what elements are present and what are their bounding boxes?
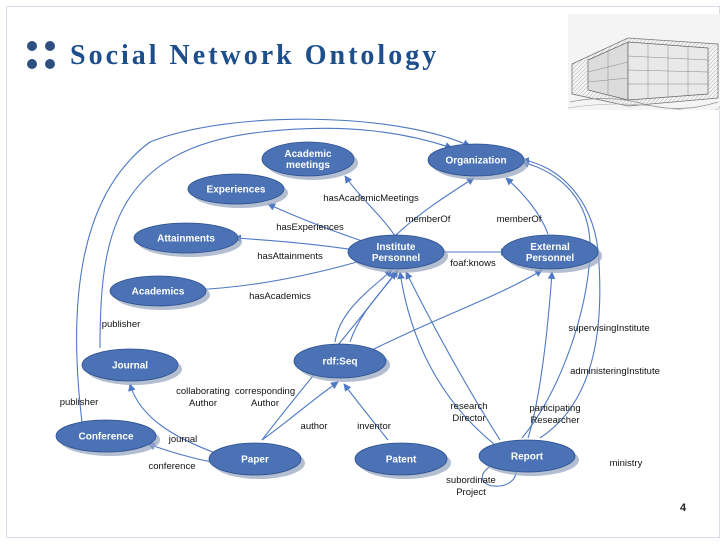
node-label: Conference <box>78 432 133 443</box>
edge-patent-rdfseq <box>343 383 389 441</box>
node-label: Personnel <box>526 253 575 264</box>
edge-label-has-academics: hasAcademics <box>249 291 311 302</box>
edge-rdfseq-institute-2 <box>349 269 399 343</box>
edge-label-corresponding-author: Author <box>251 398 279 409</box>
edge-label-foaf-knows: foaf:knows <box>450 258 496 269</box>
node-label: Patent <box>386 455 417 466</box>
node-label: rdf:Seq <box>323 357 358 368</box>
node-experiences: Experiences <box>187 173 288 208</box>
node-journal: Journal <box>81 348 182 385</box>
edge-paper-rdfseq <box>261 381 339 441</box>
node-conference: Conference <box>55 419 160 456</box>
edge-report-organization-2 <box>521 157 601 439</box>
edge-external-organization <box>505 177 549 235</box>
edge-label-inventor: inventor <box>357 421 391 432</box>
edge-report-external <box>527 271 556 439</box>
node-label: External <box>530 242 570 253</box>
edge-label-collaborating-author: collaborating <box>176 386 230 397</box>
edge-label-participating-researcher: Researcher <box>530 415 579 426</box>
bullet-dots-icon <box>27 41 61 71</box>
edge-institute-organization <box>394 177 475 237</box>
edge-label-subordinate-project: Project <box>456 487 486 498</box>
edge-paper-journal <box>128 383 219 455</box>
node-label: Experiences <box>207 185 266 196</box>
node-academics: Academics <box>109 275 210 310</box>
edge-label-publisher-journal: publisher <box>102 319 141 330</box>
edge-label-participating-researcher: participating <box>529 403 580 414</box>
edge-label-author: author <box>301 421 328 432</box>
edge-institute-academics <box>189 261 358 294</box>
edge-report-institute-2 <box>397 271 495 445</box>
node-label: meetings <box>286 160 330 171</box>
edge-label-journal: journal <box>168 434 198 445</box>
node-label: Academic <box>284 149 332 160</box>
edge-label-publisher-conference: publisher <box>60 397 99 408</box>
node-label: Personnel <box>372 253 421 264</box>
edge-label-research-director: research <box>451 401 488 412</box>
node-report: Report <box>478 439 579 476</box>
edge-label-member-of-2: memberOf <box>497 214 542 225</box>
node-label: Paper <box>241 455 269 466</box>
edge-paper-conference <box>147 442 213 463</box>
edge-label-subordinate-project: subordinate <box>446 475 496 486</box>
node-label: Report <box>511 452 544 463</box>
edge-label-research-director: Director <box>452 413 485 424</box>
edge-label-supervising-institute: supervisingInstitute <box>568 323 649 334</box>
edge-journal-organization <box>99 127 453 349</box>
diagram-edge-labels: hasAcademicMeetings memberOf memberOf hasEx… <box>60 193 660 498</box>
edge-label-conference: conference <box>148 461 195 472</box>
edge-label-member-of-1: memberOf <box>406 214 451 225</box>
edge-report-organization <box>521 160 591 439</box>
edge-conference-organization <box>76 118 471 423</box>
node-label: Institute <box>377 242 416 253</box>
edge-label-corresponding-author: corresponding <box>235 386 295 397</box>
slide-title: Social Network Ontology <box>70 40 440 71</box>
edge-report-institute <box>405 271 501 441</box>
slide-border <box>6 6 720 538</box>
node-organization: Organization <box>427 143 528 180</box>
node-label: Attainments <box>157 234 215 245</box>
node-attainments: Attainments <box>133 222 242 257</box>
page-number: 4 <box>680 502 687 514</box>
edge-label-has-academic-meetings: hasAcademicMeetings <box>323 193 419 204</box>
building-image <box>568 14 720 110</box>
edge-institute-experiences <box>267 203 366 243</box>
edge-label-collaborating-author: Author <box>189 398 217 409</box>
node-paper: Paper <box>208 442 305 479</box>
edge-rdfseq-institute-1 <box>334 269 393 343</box>
edge-label-has-attainments: hasAttainments <box>257 251 323 262</box>
node-rdf-seq: rdf:Seq <box>293 343 390 382</box>
node-label: Organization <box>445 156 506 167</box>
node-label: Journal <box>112 361 148 372</box>
edge-institute-attainments <box>233 234 356 251</box>
edge-label-ministry: ministry <box>610 458 643 469</box>
edge-institute-academic-meetings <box>344 175 396 237</box>
node-patent: Patent <box>354 442 451 479</box>
edge-label-has-experiences: hasExperiences <box>276 222 344 233</box>
edge-rdfseq-external <box>371 269 543 351</box>
edge-label-administering-institute: administeringInstitute <box>570 366 660 377</box>
node-label: Academics <box>132 287 185 298</box>
